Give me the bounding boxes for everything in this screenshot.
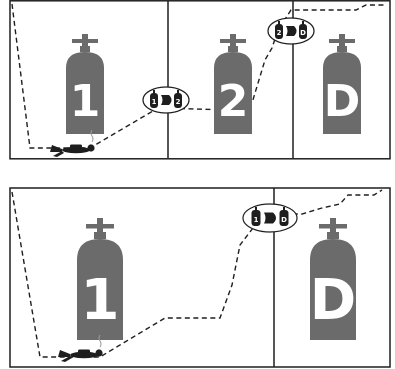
switch-from-label: 1 xyxy=(152,98,157,106)
switch-from-label: 2 xyxy=(277,29,282,37)
dive-profile-line xyxy=(11,189,383,358)
panel-two-cylinders: 1 D 1 D xyxy=(9,187,391,368)
gas-cylinder-icon: 1 xyxy=(66,34,104,134)
scuba-diver-icon xyxy=(58,334,103,362)
switch-to-label: 2 xyxy=(176,98,181,106)
switch-to-label: D xyxy=(300,29,306,37)
mini-cylinder-icon: 1 xyxy=(150,90,158,108)
mini-cylinder-icon: 2 xyxy=(174,90,182,108)
mini-cylinder-icon: 2 xyxy=(275,21,283,39)
scuba-diver-icon xyxy=(50,129,95,157)
gas-switch-arrow-icon xyxy=(286,26,297,36)
cylinder-label: 1 xyxy=(81,268,120,333)
cylinder-label: 1 xyxy=(70,76,101,127)
gas-cylinder-icon: D xyxy=(310,218,356,340)
gas-cylinder-icon: D xyxy=(323,34,361,134)
mini-cylinder-icon: D xyxy=(299,21,307,39)
gas-cylinder-icon: 2 xyxy=(214,34,252,134)
gas-switch-bubble: 2 D xyxy=(267,17,315,45)
panel-frame xyxy=(9,0,391,160)
gas-switch-bubble: 1 D xyxy=(242,203,298,233)
switch-to-label: D xyxy=(281,216,287,224)
switch-from-label: 1 xyxy=(254,216,259,224)
cylinder-label: 2 xyxy=(218,76,249,127)
cylinder-label: D xyxy=(324,76,361,127)
gas-switch-arrow-icon xyxy=(264,212,276,224)
gas-switch-bubble: 1 2 xyxy=(142,86,190,114)
cylinder-label: D xyxy=(310,268,356,333)
panel-three-cylinders: 1 2 D 1 xyxy=(9,0,391,160)
panel-frame xyxy=(9,187,391,368)
mini-cylinder-icon: 1 xyxy=(251,207,261,226)
gas-cylinder-icon: 1 xyxy=(77,218,123,340)
gas-switch-arrow-icon xyxy=(161,95,172,105)
mini-cylinder-icon: D xyxy=(279,207,289,226)
